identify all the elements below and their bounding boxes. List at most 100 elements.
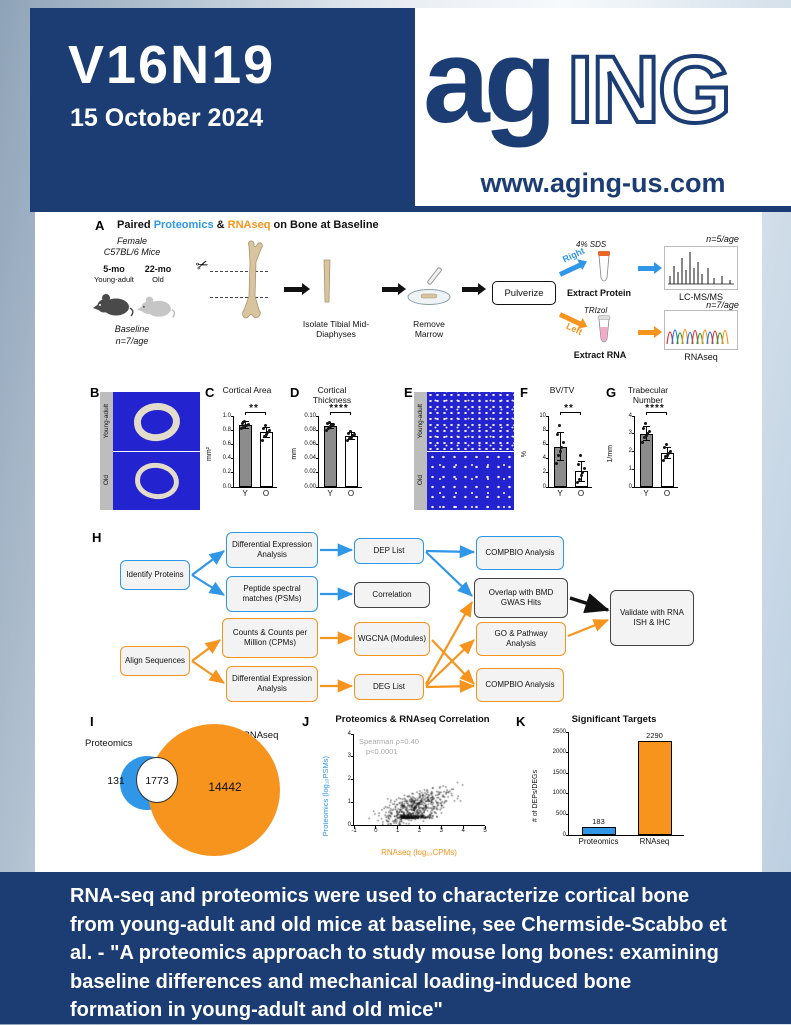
y-tick-label: 0.4	[222, 455, 231, 462]
bar-Proteomics	[581, 827, 616, 835]
x-axis-label: RNAseq (log₁₀CPMs)	[381, 848, 457, 857]
flow-box-cpms: Counts & Counts per Million (CPMs)	[222, 618, 318, 658]
error-cap	[577, 460, 585, 462]
chart-title: Proteomics & RNAseq Correlation	[335, 714, 490, 725]
data-point	[264, 432, 268, 436]
error-cap	[577, 480, 585, 482]
venn-overlap-lens	[136, 757, 178, 803]
flow-arrow	[567, 618, 610, 638]
y-tick-label: 1	[628, 465, 632, 472]
data-point	[642, 435, 646, 439]
y-tick-mark	[231, 443, 234, 445]
y-tick-mark	[632, 486, 635, 488]
rna-tube-icon	[597, 315, 611, 343]
baseline-label: Baseline	[114, 324, 150, 334]
y-tick-mark	[566, 772, 569, 774]
ct-old-label: Old	[417, 475, 424, 486]
x-tick-mark	[375, 826, 377, 829]
remove-marrow-caption: Remove Marrow	[413, 319, 445, 339]
data-point	[577, 477, 581, 481]
panel-label-k: K	[516, 714, 526, 729]
panel-a-title: Paired Proteomics & RNAseq on Bone at Ba…	[117, 219, 379, 231]
panel-label-j: J	[302, 714, 310, 729]
baseline-n: n=7/age	[115, 336, 149, 346]
data-point	[576, 462, 580, 466]
venn-count-overlap: 1773	[145, 775, 169, 787]
data-point	[345, 439, 349, 443]
panel-label-b: B	[90, 385, 100, 400]
y-tick-label: 2	[347, 776, 351, 782]
y-tick-mark	[231, 472, 234, 474]
y-tick-label: 0.2	[222, 469, 231, 476]
y-tick-label: 0.02	[304, 469, 316, 476]
y-tick-mark	[632, 415, 635, 417]
flow-box-overlap-gwas: Overlap with BMD GWAS Hits	[474, 578, 568, 618]
data-point	[353, 432, 357, 436]
value-label: 183	[592, 817, 605, 827]
error-bar	[645, 426, 647, 441]
ct-young-label: Young-adult	[417, 404, 424, 439]
y-tick-label: 0.0	[222, 483, 231, 490]
y-axis-label: # of DEPs/DEGs	[532, 769, 539, 823]
panel-correlation: Proteomics & RNAseq Correlation Proteomi…	[305, 712, 505, 867]
flow-box-dep-list: DEP List	[354, 538, 424, 564]
journal-logo-box: ag ING	[415, 8, 791, 160]
flow-box-identify-proteins: Identify Proteins	[120, 560, 190, 590]
title-rnaseq: RNAseq	[227, 219, 271, 231]
y-tick-mark	[351, 756, 354, 758]
protein-tube-icon	[598, 251, 610, 282]
flow-box-compbio-rnaseq: COMPBIO Analysis	[476, 668, 564, 702]
error-cap	[326, 428, 334, 430]
x-tick-label: -1	[351, 828, 357, 834]
category-label: O	[262, 489, 270, 498]
panel-label-c: C	[205, 385, 215, 400]
rna-n: n=7/age	[706, 300, 739, 310]
rna-arrow	[638, 326, 662, 339]
data-point	[664, 442, 668, 446]
data-point	[562, 441, 566, 445]
y-tick-mark	[316, 429, 319, 431]
data-point	[347, 437, 351, 441]
lcms-spectrum-icon	[664, 246, 738, 290]
cortical-ring-old	[132, 460, 181, 502]
chart-title: BV/TV	[549, 385, 575, 395]
data-point	[266, 430, 270, 434]
y-axis-label: Proteomics (log₁₀PSMs)	[321, 755, 330, 837]
data-point	[241, 425, 245, 429]
flow-arrow	[191, 639, 221, 662]
y-tick-label: 2500	[552, 728, 566, 735]
category-label: Proteomics	[578, 837, 619, 846]
panel-label-d: D	[290, 385, 300, 400]
lcms-caption: LC-MS/MS	[678, 292, 723, 302]
flow-arrow	[431, 639, 475, 685]
y-tick-mark	[351, 733, 354, 735]
x-tick-mark	[353, 826, 355, 829]
data-point	[643, 421, 647, 425]
y-tick-mark	[566, 813, 569, 815]
trabecular-old-image	[427, 452, 514, 510]
error-cap	[642, 440, 650, 442]
data-point	[261, 426, 265, 430]
venn-count-proteomics-only: 131	[107, 775, 125, 787]
data-point	[349, 435, 353, 439]
data-point	[328, 425, 332, 429]
website-link[interactable]: www.aging-us.com	[480, 167, 726, 198]
data-point	[558, 450, 562, 453]
data-point	[557, 424, 561, 428]
x-tick-mark	[440, 826, 442, 829]
data-point	[326, 426, 330, 430]
data-point	[327, 420, 331, 424]
data-point	[243, 424, 247, 428]
y-tick-mark	[316, 443, 319, 445]
chart-title: Trabecular Number	[627, 385, 669, 405]
significance-bracket	[560, 412, 581, 415]
scatter-points	[354, 734, 485, 825]
aging-logo: ag ING	[423, 14, 734, 148]
y-tick-label: 0.04	[304, 455, 316, 462]
value-label: 2290	[646, 730, 663, 740]
